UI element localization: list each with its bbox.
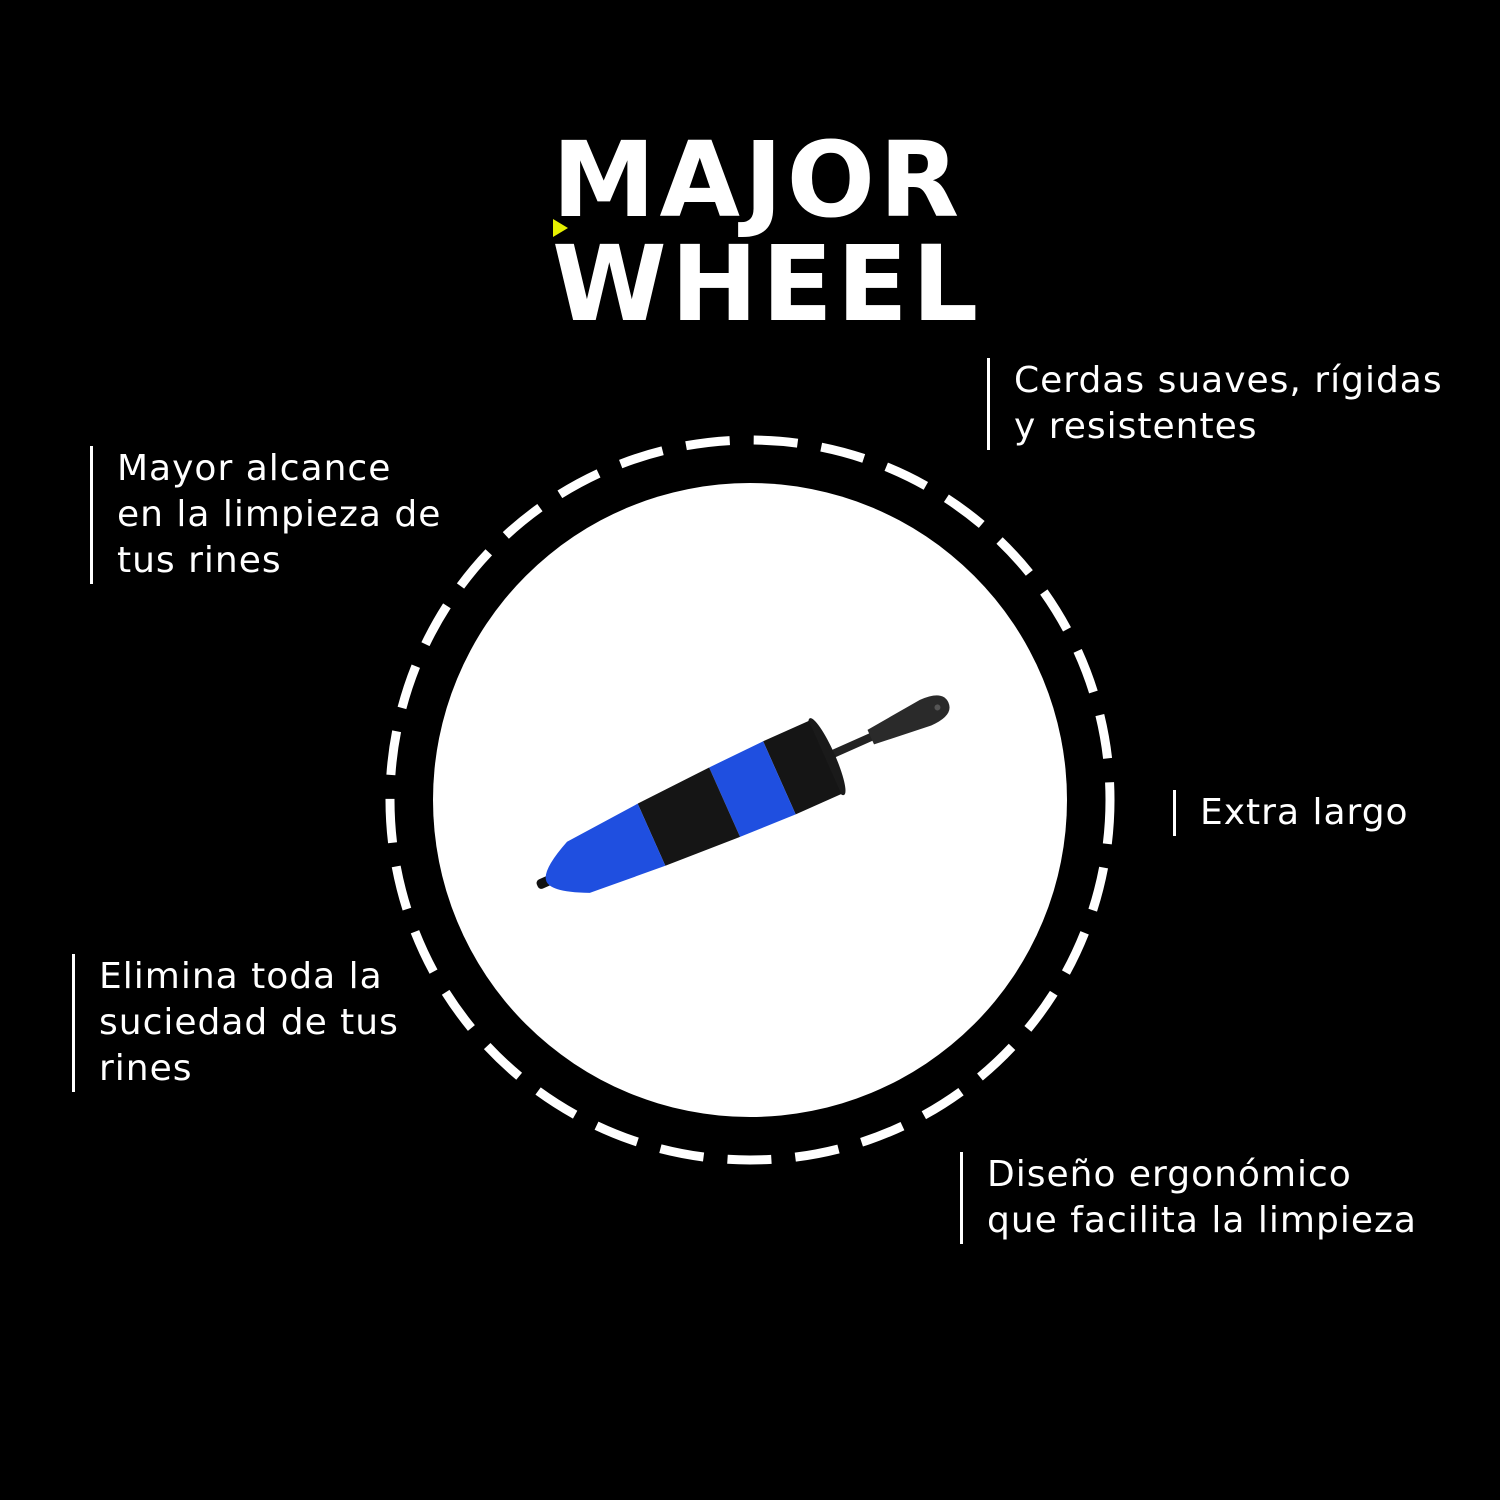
logo-wheel: WHEEL [552,223,983,345]
feature-reach: Mayor alcance en la limpieza de tus rine… [90,446,441,584]
dashed-ring [385,435,1115,1165]
feature-removes-dirt: Elimina toda la suciedad de tus rines [72,954,399,1092]
logo-major: MAJOR [552,119,964,241]
feature-bristles: Cerdas suaves, rígidas y resistentes [987,358,1443,450]
wheel-brush-image [536,695,950,893]
feature-extra-long: Extra largo [1173,790,1409,836]
logo-triangle-icon [553,219,568,237]
feature-ergonomic: Diseño ergonómico que facilita la limpie… [960,1152,1417,1244]
